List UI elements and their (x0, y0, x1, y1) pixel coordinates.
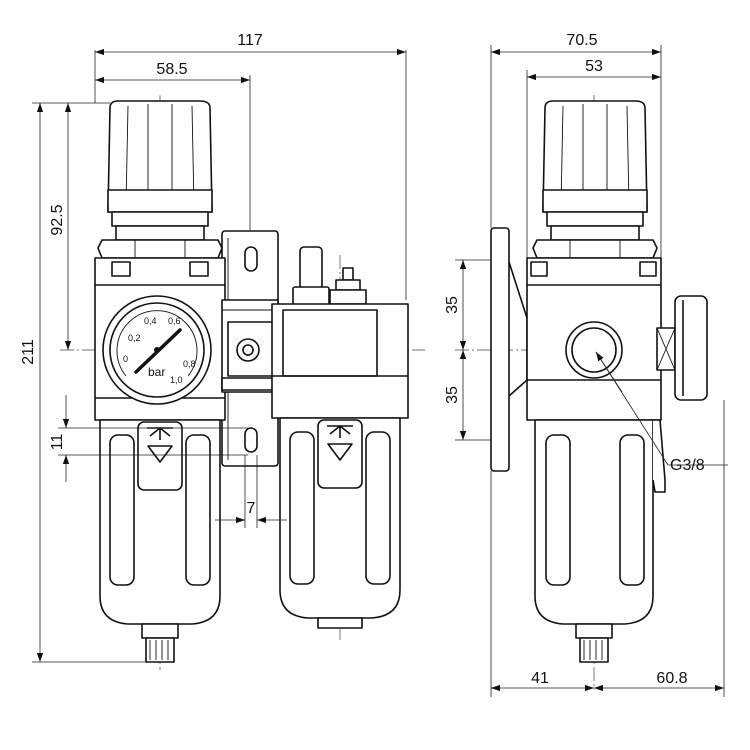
gauge-label-04: 0,4 (144, 316, 157, 326)
dim-slot-height: 11 (49, 434, 66, 451)
lubricator-bowl (279, 417, 401, 629)
connector-block (221, 299, 279, 393)
dim-side-lower-offset: 35 (444, 386, 461, 404)
dim-slot-width: 7 (247, 500, 256, 517)
side-mounting-plate (490, 227, 528, 472)
side-view: 70.5 53 35 35 G3/8 41 60.8 (444, 32, 728, 697)
dim-side-total-width: 70.5 (566, 32, 597, 49)
port-thread-label: G3/8 (670, 457, 705, 474)
lubricator-head (271, 246, 409, 419)
dim-half-width: 58.5 (156, 61, 187, 78)
side-regulator-knob (532, 100, 658, 259)
front-view: 0,2 0,4 0,6 0,8 1,0 0 bar (20, 32, 425, 670)
gauge-label-10: 1,0 (170, 375, 183, 385)
dim-side-left-offset: 41 (531, 670, 549, 687)
side-filter-bowl (534, 419, 666, 663)
pressure-gauge: 0,2 0,4 0,6 0,8 1,0 0 bar (102, 295, 212, 405)
gauge-unit-label: bar (148, 365, 165, 379)
gauge-label-0: 0 (123, 354, 128, 364)
filter-bowl-left (99, 419, 221, 663)
gauge-label-02: 0,2 (128, 333, 141, 343)
side-gauge (656, 295, 708, 401)
lock-nut (97, 239, 223, 259)
dim-side-body-width: 53 (585, 58, 603, 75)
gauge-label-06: 0,6 (168, 316, 181, 326)
regulator-knob (107, 100, 213, 241)
dim-total-height: 211 (20, 339, 37, 365)
gauge-label-08: 0,8 (183, 359, 196, 369)
dim-total-width: 117 (237, 32, 263, 49)
dim-side-upper-offset: 35 (444, 296, 461, 314)
dim-side-right-offset: 60.8 (656, 670, 687, 687)
side-body (526, 257, 662, 421)
dim-upper-height: 92.5 (49, 204, 66, 235)
